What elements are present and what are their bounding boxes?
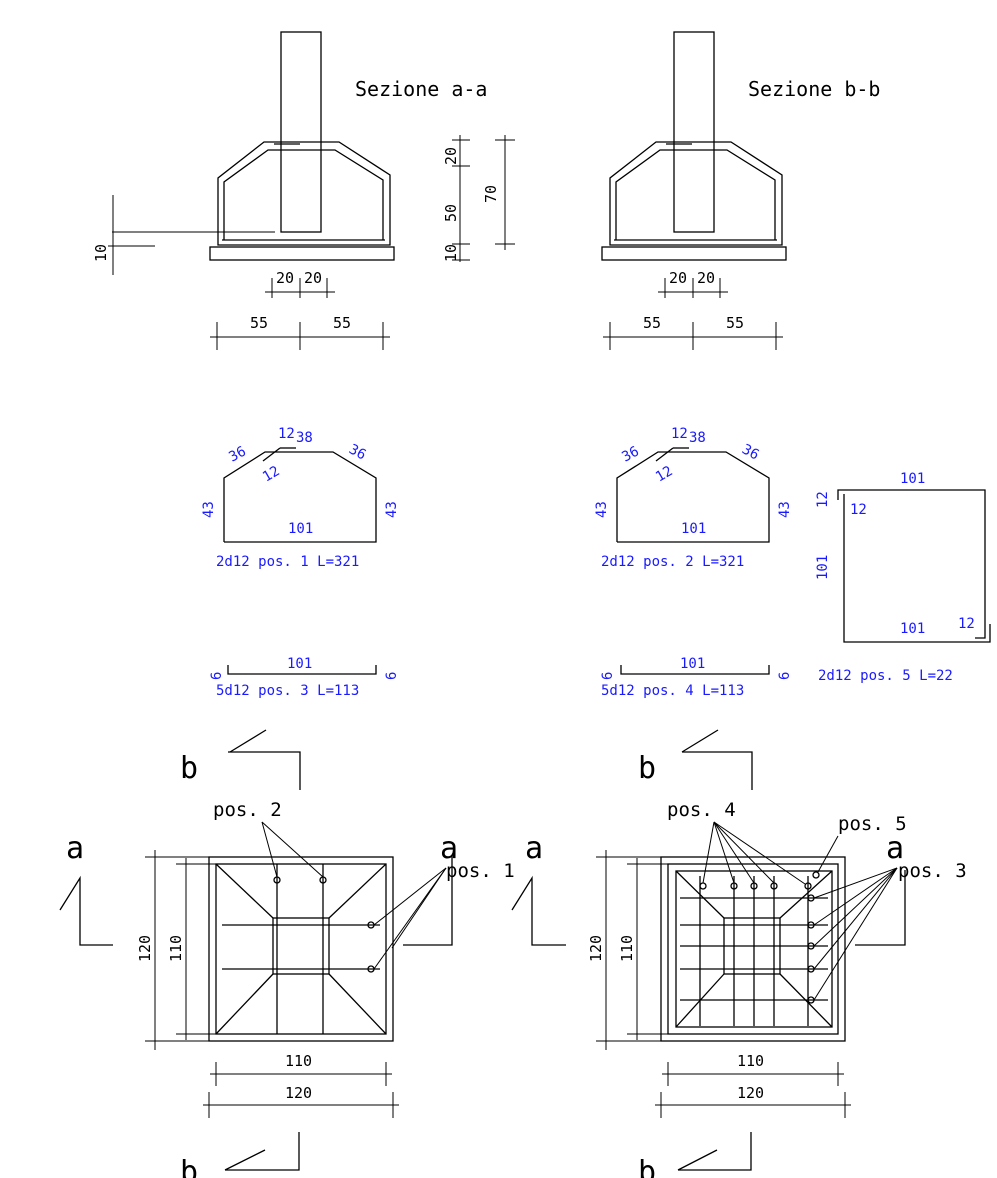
caption-pos-2: 2d12 pos. 2 L=321 [601,554,744,570]
svg-text:36: 36 [739,441,761,463]
dim-20-right-b: 20 [697,269,715,287]
dim-55-left-a: 55 [250,314,268,332]
leader-pos-2: pos. 2 [213,799,282,821]
dim-120-right-plan: 120 [587,935,605,962]
footing-outline-b [609,141,783,246]
svg-text:a: a [440,831,458,866]
dim-20-left-a: 20 [276,269,294,287]
rebar-cage-b [615,149,776,240]
caption-pos-4: 5d12 pos. 4 L=113 [601,683,744,699]
svg-text:b: b [180,1155,198,1178]
section-a-title: Sezione a-a [355,77,487,101]
section-b-view: Sezione b-b 20 20 55 55 [601,31,880,350]
bar-pos-3: 101 6 6 5d12 pos. 3 L=113 [209,656,400,699]
svg-text:6: 6 [209,672,225,680]
dim-10-height: 10 [442,244,460,262]
dim-70-height: 70 [482,185,500,203]
svg-text:b: b [638,751,656,786]
svg-text:a: a [525,831,543,866]
svg-text:12: 12 [815,491,831,508]
lean-concrete-b [601,246,787,261]
svg-text:6: 6 [600,672,616,680]
dim-50-height: 50 [442,204,460,222]
svg-text:b: b [180,751,198,786]
section-a-view: Sezione a-a 10 20 20 55 55 [92,31,487,350]
dim-120-bottom-right: 120 [737,1084,764,1102]
footing-plan-right [660,856,846,1042]
svg-text:43: 43 [777,501,793,518]
lean-concrete-a [209,246,395,261]
svg-text:12: 12 [278,426,295,442]
bar-pos-5: 101 12 12 101 101 12 2d12 pos. 5 L=22 [815,471,991,684]
height-dimensions: 20 50 10 70 [442,135,515,262]
svg-text:101: 101 [681,521,706,537]
bar-pos-1: 36 12 38 36 12 43 43 101 2d12 pos. 1 L=3… [201,426,400,570]
svg-text:12: 12 [653,463,676,485]
svg-text:12: 12 [958,616,975,632]
caption-pos-3: 5d12 pos. 3 L=113 [216,683,359,699]
svg-text:43: 43 [384,501,400,518]
dim-120-left-plan: 120 [136,935,154,962]
svg-text:101: 101 [815,555,831,580]
dim-55-left-b: 55 [643,314,661,332]
svg-text:b: b [638,1155,656,1178]
plan-right: b a a b [511,729,967,1178]
leader-pos-3: pos. 3 [898,860,967,882]
svg-text:38: 38 [296,430,313,446]
footing-plan-left [208,856,394,1042]
svg-text:6: 6 [777,672,793,680]
svg-text:101: 101 [900,621,925,637]
rebar-cage-a [223,149,384,240]
dim-110-bottom-left: 110 [285,1052,312,1070]
dim-110-right-plan: 110 [618,935,636,962]
caption-pos-5: 2d12 pos. 5 L=22 [818,668,953,684]
svg-text:12: 12 [850,502,867,518]
svg-text:12: 12 [260,463,283,485]
bar-pos-4: 101 6 6 5d12 pos. 4 L=113 [600,656,793,699]
svg-text:a: a [886,831,904,866]
dim-55-right-b: 55 [726,314,744,332]
leader-pos-1: pos. 1 [446,860,515,882]
dim-120-bottom-left: 120 [285,1084,312,1102]
column-a [280,31,322,233]
section-b-title: Sezione b-b [748,77,880,101]
svg-text:101: 101 [288,521,313,537]
svg-text:36: 36 [226,443,248,465]
dim-20-right-a: 20 [304,269,322,287]
bar-pos-2: 36 12 38 36 12 43 43 101 2d12 pos. 2 L=3… [594,426,793,570]
svg-text:6: 6 [384,672,400,680]
svg-text:a: a [66,831,84,866]
dim-20-height: 20 [442,147,460,165]
dim-10-left: 10 [92,244,110,262]
plan-left: b a a b pos. 2 pos. 1 120 [59,729,515,1178]
svg-text:12: 12 [671,426,688,442]
svg-text:101: 101 [900,471,925,487]
leader-pos-5: pos. 5 [838,813,907,835]
svg-text:101: 101 [287,656,312,672]
svg-text:101: 101 [680,656,705,672]
column-b [673,31,715,233]
svg-text:43: 43 [201,501,217,518]
footing-outline-a [217,141,391,246]
column-plan-left [272,917,330,975]
svg-text:36: 36 [346,441,368,463]
leader-pos-4: pos. 4 [667,799,736,821]
dim-55-right-a: 55 [333,314,351,332]
svg-text:43: 43 [594,501,610,518]
caption-pos-1: 2d12 pos. 1 L=321 [216,554,359,570]
svg-text:36: 36 [619,443,641,465]
svg-text:38: 38 [689,430,706,446]
dim-20-left-b: 20 [669,269,687,287]
dim-110-bottom-right: 110 [737,1052,764,1070]
dim-110-left-plan: 110 [167,935,185,962]
